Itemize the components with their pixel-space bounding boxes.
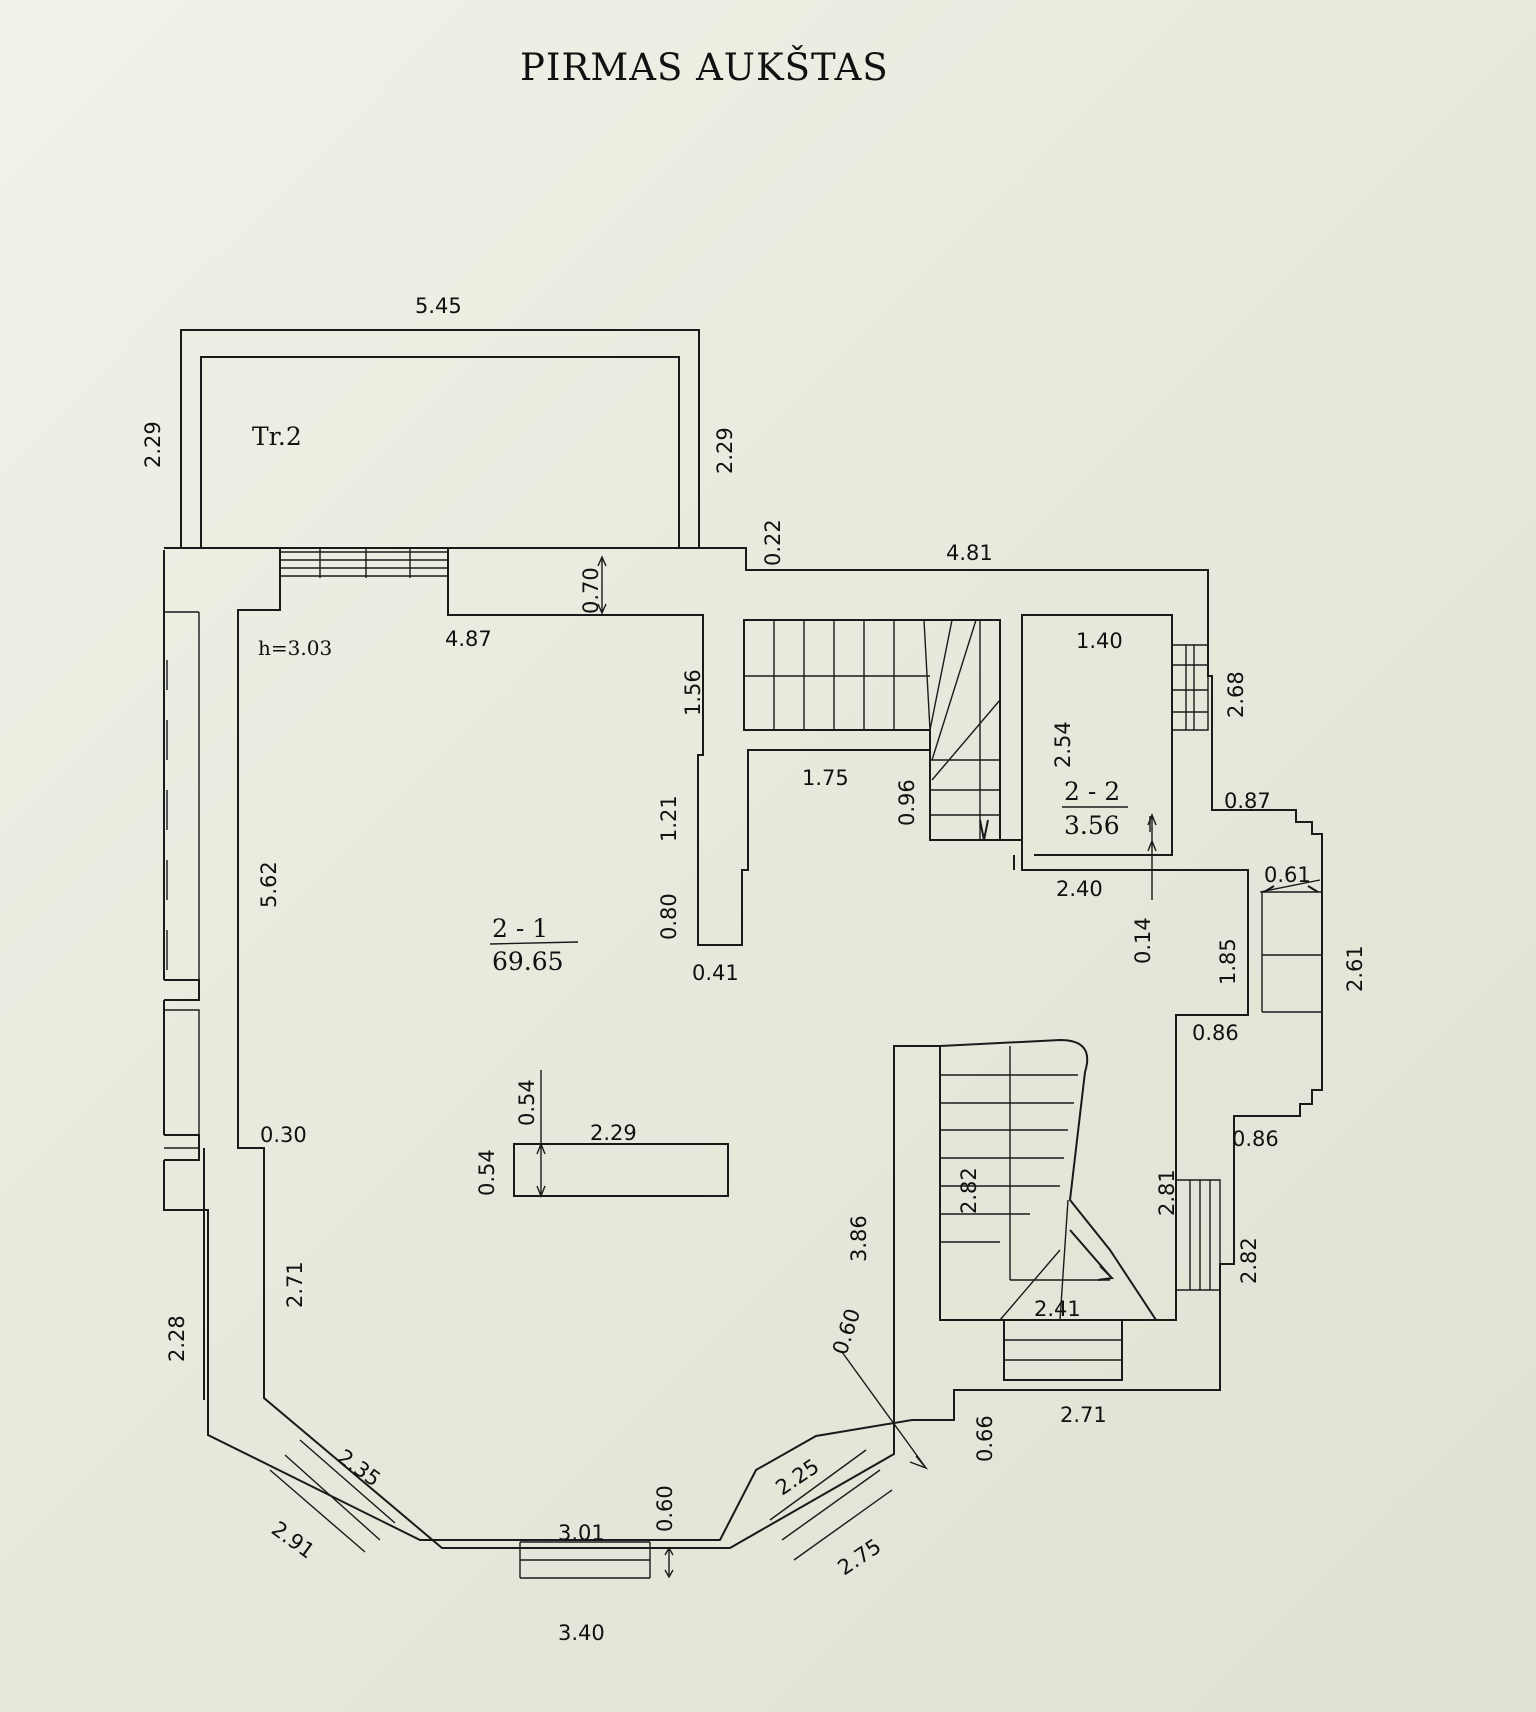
dim-282b: 2.82	[1237, 1237, 1261, 1284]
dim-096: 0.96	[895, 779, 919, 826]
dim-228: 2.28	[165, 1315, 189, 1362]
terrace	[180, 329, 700, 548]
dim-291: 2.91	[267, 1517, 319, 1564]
lower-stairs	[939, 1038, 1158, 1321]
dim-041: 0.41	[692, 961, 739, 985]
dim-066: 0.66	[973, 1415, 997, 1462]
bottom-steps	[1003, 1319, 1123, 1381]
room-2-2-window	[1172, 644, 1209, 731]
dim-086a: 0.86	[1192, 1021, 1239, 1045]
dim-235: 2.35	[333, 1445, 385, 1492]
dim-281: 2.81	[1155, 1169, 1179, 1216]
upper-stairs	[743, 619, 1001, 841]
dim-054a: 0.54	[515, 1079, 539, 1126]
dim-070: 0.70	[579, 567, 603, 614]
dim-060b: 0.60	[653, 1485, 677, 1532]
height-label: h=3.03	[258, 636, 332, 660]
dim-282a: 2.82	[957, 1167, 981, 1214]
inner-walls	[203, 548, 1249, 1549]
right-door	[1259, 879, 1322, 1013]
room-code: 2 - 2	[1064, 777, 1120, 806]
dim-275: 2.75	[833, 1534, 885, 1580]
dim-156: 1.56	[681, 669, 705, 716]
dim-top-width: 5.45	[415, 294, 462, 318]
dim-185: 1.85	[1216, 938, 1240, 985]
dim-268: 2.68	[1224, 671, 1248, 718]
room-2-1-label: 2 - 1 69.65	[489, 914, 579, 976]
dim-030: 0.30	[260, 1123, 307, 1147]
dim-481: 4.81	[946, 541, 993, 565]
dim-240: 2.40	[1056, 877, 1103, 901]
dim-terrace-left: 2.29	[141, 421, 165, 468]
left-windows	[164, 611, 200, 1149]
room-2-2-label: 2 - 2 3.56	[1062, 777, 1128, 840]
dim-060a: 0.60	[828, 1306, 865, 1358]
dim-087: 0.87	[1224, 789, 1271, 813]
terrace-label: Tr.2	[252, 422, 302, 451]
dim-054b: 0.54	[475, 1149, 499, 1196]
dim-terrace-right: 2.29	[713, 427, 737, 474]
bay-windows	[269, 1439, 893, 1579]
right-window-lower	[1176, 1179, 1221, 1291]
dim-arrows	[536, 555, 1157, 1579]
room-area: 69.65	[492, 947, 564, 976]
dim-080: 0.80	[657, 893, 681, 940]
dim-487: 4.87	[445, 627, 492, 651]
top-window	[280, 548, 448, 578]
page-title: PIRMAS AUKŠTAS	[520, 46, 889, 89]
dim-022: 0.22	[761, 519, 785, 566]
dim-340: 3.40	[558, 1621, 605, 1645]
dim-271b: 2.71	[1060, 1403, 1107, 1427]
room-code: 2 - 1	[492, 914, 548, 943]
room-area: 3.56	[1064, 811, 1120, 840]
dim-241: 2.41	[1034, 1297, 1081, 1321]
dim-301: 3.01	[558, 1521, 605, 1545]
dim-175: 1.75	[802, 766, 849, 790]
dim-061: 0.61	[1264, 863, 1311, 887]
dim-271a: 2.71	[283, 1261, 307, 1308]
dim-261: 2.61	[1343, 945, 1367, 992]
dim-225: 2.25	[771, 1454, 823, 1500]
dim-121: 1.21	[657, 795, 681, 842]
dim-254: 2.54	[1051, 721, 1075, 768]
dim-014: 0.14	[1131, 917, 1155, 964]
dim-086b: 0.86	[1232, 1127, 1279, 1151]
dim-229: 2.29	[590, 1121, 637, 1145]
dim-140: 1.40	[1076, 629, 1123, 653]
column	[513, 1143, 729, 1197]
dim-386: 3.86	[847, 1215, 871, 1262]
dim-562: 5.62	[257, 861, 281, 908]
